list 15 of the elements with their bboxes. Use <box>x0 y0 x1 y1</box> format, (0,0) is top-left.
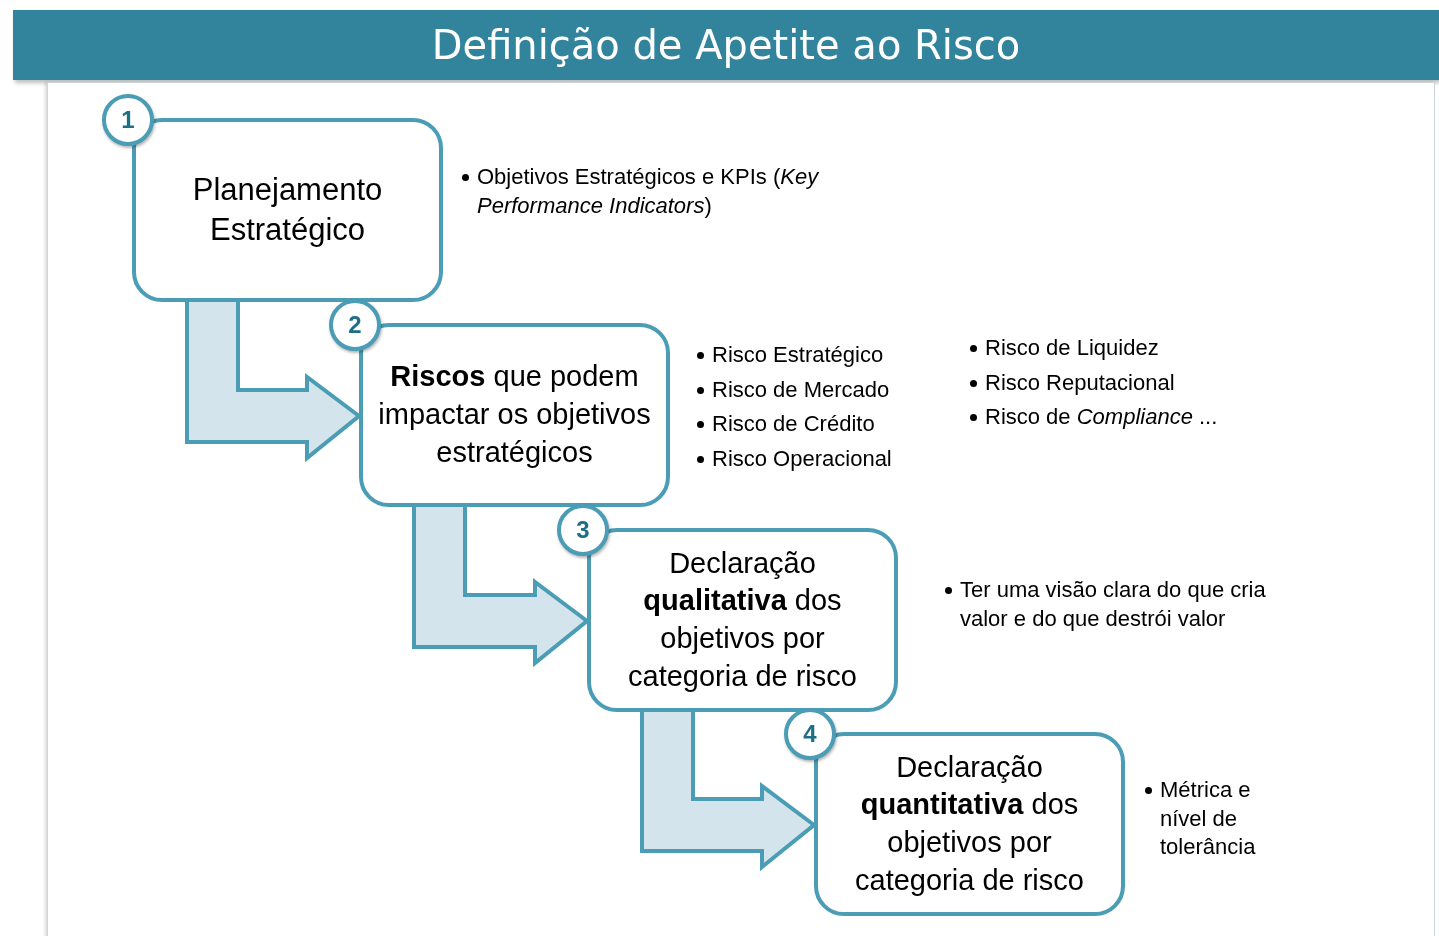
bullet-text: Objetivos Estratégicos e KPIs (Key Performance Indicators) <box>477 163 820 220</box>
box-text: Declaração qualitativa dos objetivos por categoria de risco <box>627 545 858 694</box>
bullet-text: Risco de Compliance ... <box>985 403 1218 432</box>
box-text: Declaração quantitativa dos objetivos por categoria de risco <box>854 749 1085 898</box>
bullet-text: Risco Estratégico <box>712 341 884 369</box>
title: Definição de Apetite ao Risco <box>431 22 1021 68</box>
bullet-text: Ter uma visão clara do que cria valor e do que destrói valor <box>960 576 1267 633</box>
bullet-text: Métrica e nível de tolerância <box>1160 776 1257 862</box>
bullet-text: Risco Reputacional <box>985 368 1175 397</box>
box-text: Riscos que podem impactar os objetivos estratégicos <box>377 359 652 470</box>
bullet-text: Risco de Crédito <box>712 410 875 439</box>
bullet-text: Risco de Mercado <box>712 375 890 404</box>
box-text: Planejamento Estratégico <box>191 170 384 249</box>
bullet-text: Risco de Liquidez <box>985 334 1159 362</box>
bullet-text: Risco Operacional <box>712 444 892 473</box>
